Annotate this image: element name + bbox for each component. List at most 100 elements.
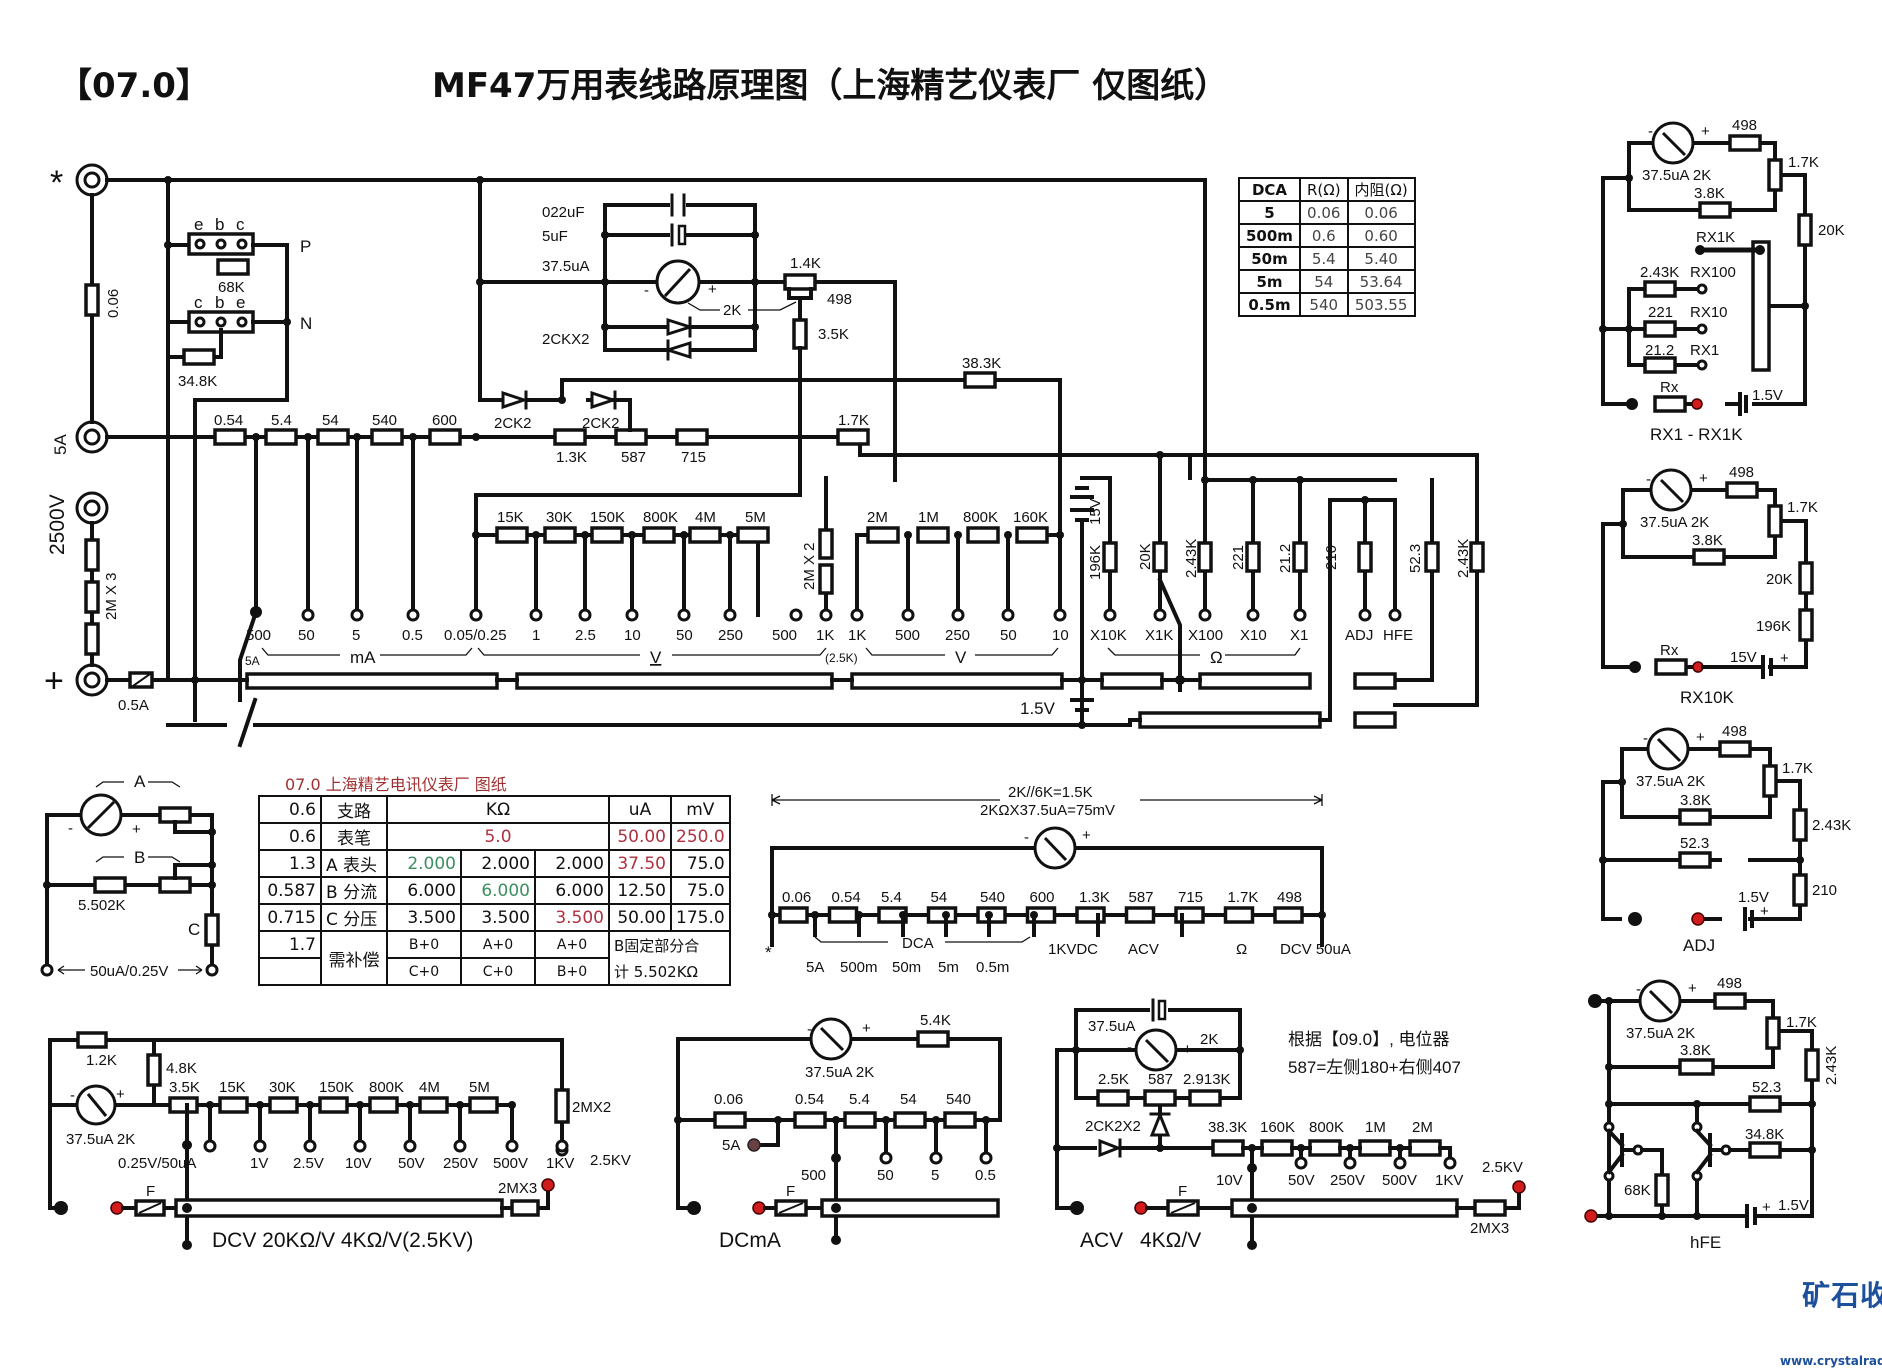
adj-title: ADJ (1683, 936, 1715, 955)
dca-cell: 503.55 (1346, 292, 1416, 317)
ohm-r-221: 221 (1230, 545, 1247, 570)
equiv-note2: 2KΩX37.5uA=75mV (980, 802, 1115, 819)
dcv-chain-resistor (168, 1096, 199, 1114)
calc-cell: A 表头 (320, 849, 388, 878)
acv-fuse: F (1178, 1183, 1187, 1200)
dcma-circuit: - + 37.5uA 2K 5.4K 0.06 0.54 5.4 54 540 … (674, 1012, 1002, 1252)
calc-cell: 6.000 (534, 876, 610, 905)
abc-label-b: B (134, 848, 145, 867)
acv-tap-50v: 50V (1288, 1172, 1315, 1189)
table-row: 0.6 表笔 5.0 50.00 250.0 (258, 822, 731, 851)
rx10k-title: RX10K (1680, 688, 1735, 707)
abc-plus: + (132, 821, 141, 838)
acv-chain: 2M 1M 800K 160K (866, 509, 1049, 544)
rx1-meter: 37.5uA 2K (1642, 167, 1711, 184)
acv-r-2m: 2M (1412, 1119, 1433, 1136)
pos-dcv-1: 1 (532, 627, 540, 644)
calc-cell: 需补偿 (320, 930, 388, 986)
diodes-2ckx2-label: 2CKX2 (542, 331, 590, 348)
pos-ohm-x10k: X10K (1090, 627, 1127, 644)
calc-cell: mV (670, 795, 731, 824)
pos-ohm-x10: X10 (1240, 627, 1267, 644)
hfe-r2.43k: 2.43K (1823, 1046, 1840, 1085)
shunt-r-600: 600 (432, 412, 457, 429)
dcma-meter-plus: + (862, 1020, 871, 1037)
abc-range: 50uA/0.25V (90, 963, 168, 980)
shunt-chain: 0.54 5.4 54 540 600 (213, 412, 462, 446)
equiv-dcv: DCV 50uA (1280, 941, 1351, 958)
acv-r-800k: 800K (1309, 1119, 1344, 1136)
equiv-resistor-label: 1.7K (1228, 889, 1259, 906)
calc-cell: B+0 (386, 930, 462, 959)
calc-cell (258, 957, 322, 986)
equiv-resistor-label: 0.54 (832, 889, 861, 906)
rx1-branch-r-2: 21.2 (1645, 342, 1674, 359)
calc-cell: 3.500 (386, 903, 462, 932)
dcv-r-30k: 30K (546, 509, 573, 526)
acv-r-800k: 800K (963, 509, 998, 526)
r-715-label: 715 (681, 449, 706, 466)
dca-header-dca: DCA (1238, 177, 1301, 202)
dca-cell: 0.06 (1298, 200, 1349, 225)
rx10k-r1.7k: 1.7K (1787, 499, 1818, 516)
calc-cell: 250.0 (670, 822, 731, 851)
calc-cell: 50.00 (608, 903, 672, 932)
shunt-0.06-resistor (84, 283, 100, 317)
dcv-chain-resistor (468, 1096, 499, 1114)
rx10k-battery-plus: + (1780, 650, 1789, 667)
hfe-meter: 37.5uA 2K (1626, 1025, 1695, 1042)
rx1-branch-r-0: 2.43K (1640, 264, 1679, 281)
dcv-r-2mx3: 2MX3 (498, 1180, 537, 1197)
acv-tap-10v: 10V (1216, 1172, 1243, 1189)
equiv-resistor (1223, 906, 1255, 924)
rx1-minus: - (1648, 123, 1653, 140)
equiv-plus: + (1082, 827, 1091, 844)
ohm-rx10k-circuit: - + 498 1.7K 37.5uA 2K 3.8K 20K 196K Rx … (1601, 464, 1818, 707)
acv-tap-500v: 500V (1382, 1172, 1417, 1189)
pot-498-label: 498 (827, 291, 852, 308)
hfe-r52.3: 52.3 (1752, 1079, 1781, 1096)
hfe-plus: + (1688, 980, 1697, 997)
switch-labels: 500 50 5 0.5 0.05/0.25 1 2.5 10 50 250 5… (245, 627, 1413, 668)
site-logo[interactable]: 矿石收音机 www.crystalradio.cn (1780, 1274, 1882, 1368)
dca-cell: 5m (1238, 269, 1301, 294)
equiv-star: * (765, 943, 772, 962)
rx10k-rx: Rx (1660, 642, 1679, 659)
dcma-tap-0.5: 0.5 (975, 1167, 996, 1184)
battery-15v-label: 15V (1087, 498, 1104, 525)
hfe-battery: 1.5V (1778, 1197, 1809, 1214)
abc-branch-diagram: - + A B C 5.502K 50uA/0.25V (40, 772, 220, 980)
diode-2ck2-a: 2CK2 (494, 415, 532, 432)
equiv-resistor-label: 498 (1277, 889, 1302, 906)
dca-cell: 540 (1298, 292, 1349, 317)
calc-cell: 75.0 (670, 876, 731, 905)
terminal-common-label: * (50, 164, 63, 202)
hfe-r1.7k: 1.7K (1786, 1014, 1817, 1031)
calc-cell: C+0 (460, 957, 536, 986)
node-dot (508, 1101, 516, 1109)
calc-cell: 表笔 (320, 822, 388, 851)
acv-r-1m: 1M (1365, 1119, 1386, 1136)
equiv-resistor-label: 0.06 (782, 889, 811, 906)
equiv-resistor-label: 715 (1178, 889, 1203, 906)
node-dot (206, 1101, 214, 1109)
diode-2ck2-b: 2CK2 (582, 415, 620, 432)
dcma-r-54: 54 (900, 1091, 917, 1108)
dcv-tap-label: 250V (443, 1155, 478, 1172)
dcma-r-5.4: 5.4 (849, 1091, 870, 1108)
dca-cell: 0.06 (1346, 200, 1416, 225)
pos-ma-50: 50 (298, 627, 315, 644)
rx1-r20k: 20K (1818, 222, 1845, 239)
dcma-title: DCmA (719, 1229, 781, 1252)
pos-ohm-x1: X1 (1290, 627, 1308, 644)
equiv-resistor-label: 587 (1129, 889, 1154, 906)
dcv-meter-label: 37.5uA 2K (66, 1131, 135, 1148)
equiv-resistor (1273, 906, 1304, 924)
dcv-r-15k: 15K (497, 509, 524, 526)
equiv-1kvdc: 1KVDC (1048, 941, 1098, 958)
dcv-chain-resistor (418, 1096, 449, 1114)
rx10k-battery: 15V (1730, 649, 1757, 666)
logo-url[interactable]: www.crystalradio.cn (1780, 1354, 1882, 1368)
